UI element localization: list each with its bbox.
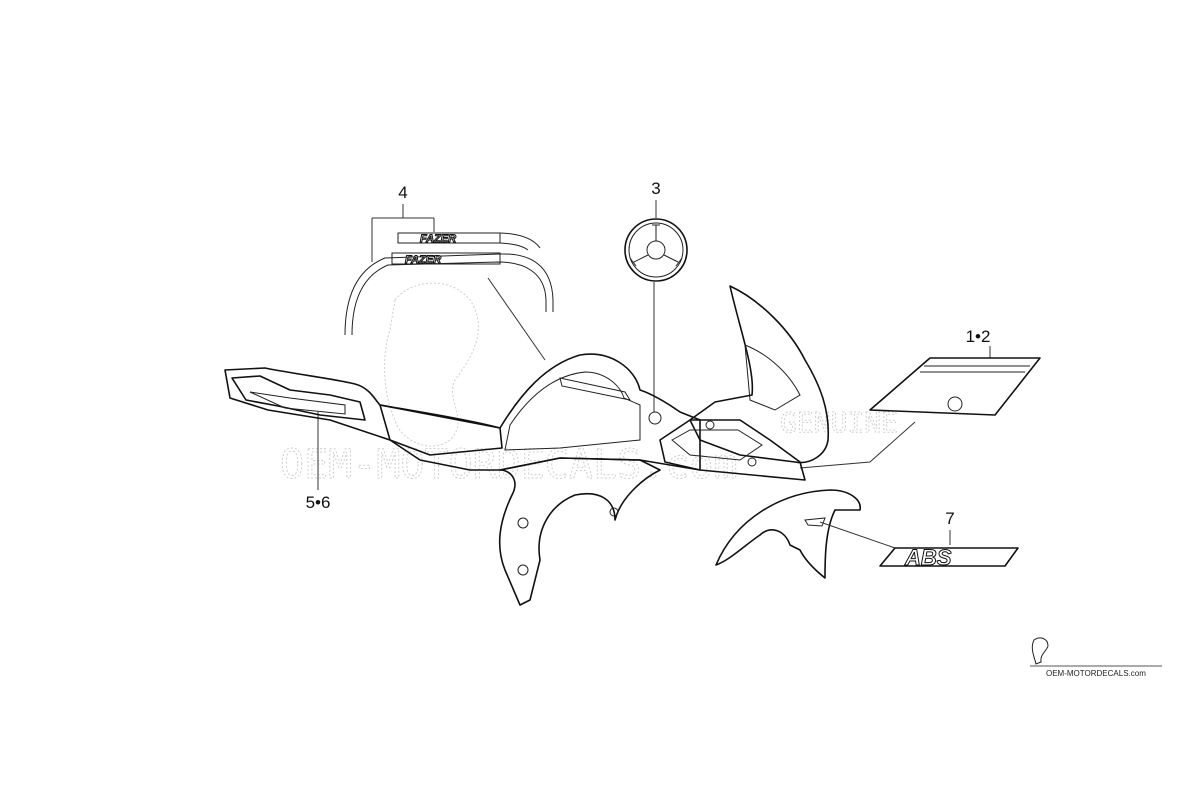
watermark-genuine: GENUINE: [780, 406, 898, 439]
mascot-logo-icon: [1031, 637, 1049, 665]
emblem-circle: [624, 218, 688, 282]
abs-decal-shape: [879, 547, 1019, 567]
callout-5-6: 5•6: [306, 493, 331, 512]
fazer-upper-label: FAZER: [420, 233, 456, 245]
part-1-2-side-decal: 1•2: [799, 327, 1041, 469]
abs-decal-label: ABS: [904, 545, 952, 570]
tuning-fork-icon: [629, 224, 683, 267]
side-decal-shape: [869, 357, 1041, 416]
part-4-fazer-decals: 4 FAZER FAZER: [344, 183, 554, 361]
fazer-strip-upper: [397, 232, 501, 244]
fazer-strip-lower: [391, 252, 501, 265]
footer-site-text: OEM-MOTORDECALS.com: [1046, 669, 1146, 678]
callout-4: 4: [398, 183, 407, 202]
watermark: OEM-MOTORDECALS.com GENUINE: [280, 282, 899, 489]
callout-3: 3: [651, 179, 660, 198]
footer-logo: OEM-MOTORDECALS.com: [1030, 637, 1162, 678]
callout-7: 7: [945, 509, 954, 528]
part-7-abs-decal: 7 ABS: [715, 489, 1019, 579]
fazer-lower-label: FAZER: [405, 254, 441, 266]
callout-1-2: 1•2: [966, 327, 991, 346]
part-3-emblem: 3: [624, 179, 688, 425]
motorcycle-fairing: [224, 285, 830, 606]
part-5-6-rear-decal: 5•6: [306, 412, 331, 512]
